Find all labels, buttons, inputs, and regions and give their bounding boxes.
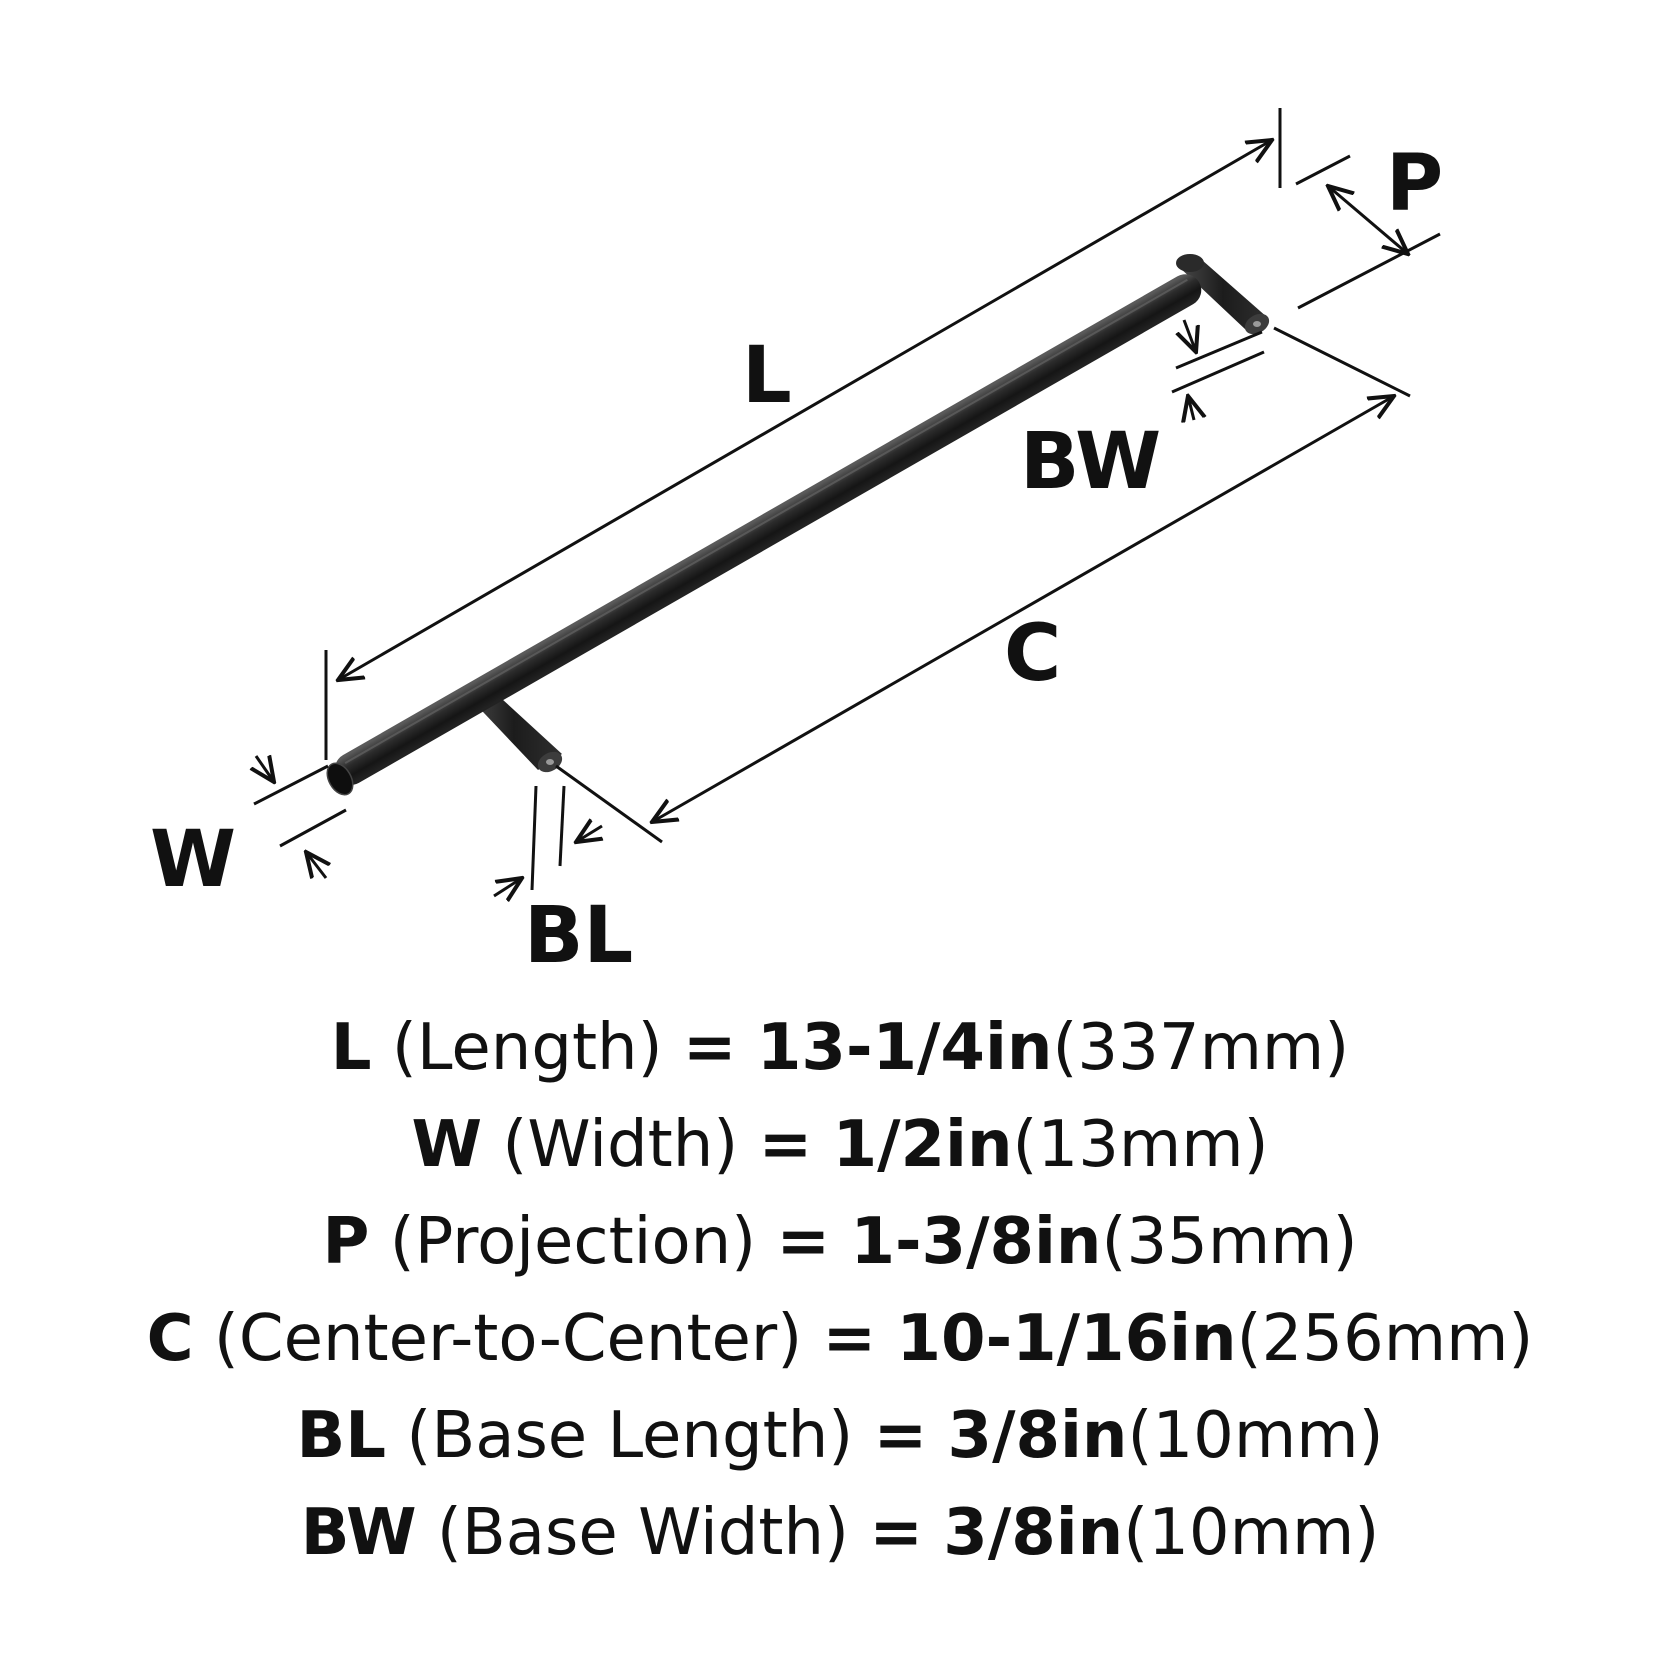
spec-imperial: 3/8in (947, 1399, 1128, 1473)
spec-line-base-length: BL (Base Length) = 3/8in(10mm) (0, 1388, 1680, 1485)
spec-name: (Base Width) (436, 1496, 849, 1570)
spec-imperial: 13-1/4in (756, 1011, 1053, 1085)
spec-imperial: 10-1/16in (896, 1302, 1237, 1376)
base-length-dimension: BL (493, 785, 633, 981)
spec-code: W (411, 1108, 483, 1182)
equals-sign: = (822, 1302, 877, 1376)
spec-imperial: 1/2in (832, 1108, 1013, 1182)
label-p: P (1386, 139, 1443, 229)
spec-name: (Center-to-Center) (213, 1302, 803, 1376)
spec-code: P (322, 1205, 370, 1279)
equals-sign: = (869, 1496, 923, 1570)
equals-sign: = (758, 1108, 813, 1182)
spec-code: BL (296, 1399, 387, 1473)
label-l: L (742, 331, 792, 421)
left-end-cap (326, 762, 354, 796)
center-to-center-dimension: C (555, 326, 1411, 844)
spec-metric: (256mm) (1236, 1302, 1534, 1376)
spec-line-center-to-center: C (Center-to-Center) = 10-1/16in(256mm) (0, 1291, 1680, 1388)
spec-line-width: W (Width) = 1/2in(13mm) (0, 1097, 1680, 1194)
dimension-diagram: L P BW C W BL (150, 108, 1443, 981)
spec-name: (Width) (502, 1108, 739, 1182)
equals-sign: = (873, 1399, 928, 1473)
spec-code: L (330, 1011, 372, 1085)
spec-name: (Base Length) (406, 1399, 854, 1473)
spec-metric: (337mm) (1052, 1011, 1350, 1085)
spec-metric: (13mm) (1012, 1108, 1269, 1182)
spec-line-length: L (Length) = 13-1/4in(337mm) (0, 1000, 1680, 1097)
specification-list: L (Length) = 13-1/4in(337mm) W (Width) =… (0, 1000, 1680, 1582)
label-bw: BW (1020, 417, 1161, 507)
spec-metric: (10mm) (1127, 1399, 1384, 1473)
spec-name: (Projection) (389, 1205, 757, 1279)
spec-code: C (146, 1302, 194, 1376)
spec-name: (Length) (391, 1011, 663, 1085)
spec-metric: (35mm) (1101, 1205, 1358, 1279)
spec-line-projection: P (Projection) = 1-3/8in(35mm) (0, 1194, 1680, 1291)
equals-sign: = (776, 1205, 831, 1279)
spec-metric: (10mm) (1123, 1496, 1380, 1570)
label-c: C (1004, 609, 1061, 699)
width-dimension: W (150, 756, 347, 905)
label-w: W (150, 815, 236, 905)
spec-imperial: 1-3/8in (850, 1205, 1102, 1279)
bar-pull-handle (326, 254, 1270, 796)
spec-imperial: 3/8in (943, 1496, 1124, 1570)
label-bl: BL (524, 891, 633, 981)
equals-sign: = (682, 1011, 737, 1085)
spec-line-base-width: BW (Base Width) = 3/8in(10mm) (0, 1485, 1680, 1582)
projection-dimension: P (1295, 139, 1443, 310)
spec-code: BW (300, 1496, 417, 1570)
